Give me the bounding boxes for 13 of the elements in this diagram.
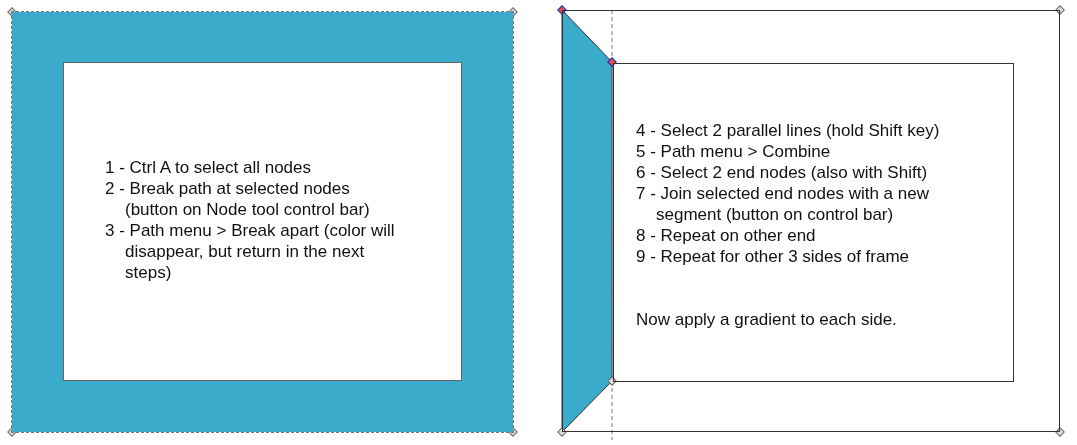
instruction-text: 9 - Repeat for other 3 sides of frame xyxy=(636,246,911,267)
instruction-text: 8 - Repeat on other end xyxy=(636,225,817,246)
instruction-text: 6 - Select 2 end nodes (also with Shift) xyxy=(636,162,929,183)
frame-shape xyxy=(12,12,513,432)
instruction-text: 3 - Path menu > Break apart (color will disappear, but return in the next steps) xyxy=(105,220,396,283)
instruction-text: 2 - Break path at selected nodes (button on Node tool control bar) xyxy=(105,178,371,220)
instruction-text: 4 - Select 2 parallel lines (hold Shift key) xyxy=(636,120,941,141)
instruction-text: Now apply a gradient to each side. xyxy=(636,309,898,330)
inner-rectangle xyxy=(613,63,1014,382)
instruction-text: 1 - Ctrl A to select all nodes xyxy=(105,157,312,178)
instruction-text: 5 - Path menu > Combine xyxy=(636,141,832,162)
outer-rectangle xyxy=(562,10,1060,432)
instruction-text: 7 - Join selected end nodes with a new segment (button on control bar) xyxy=(636,183,930,225)
